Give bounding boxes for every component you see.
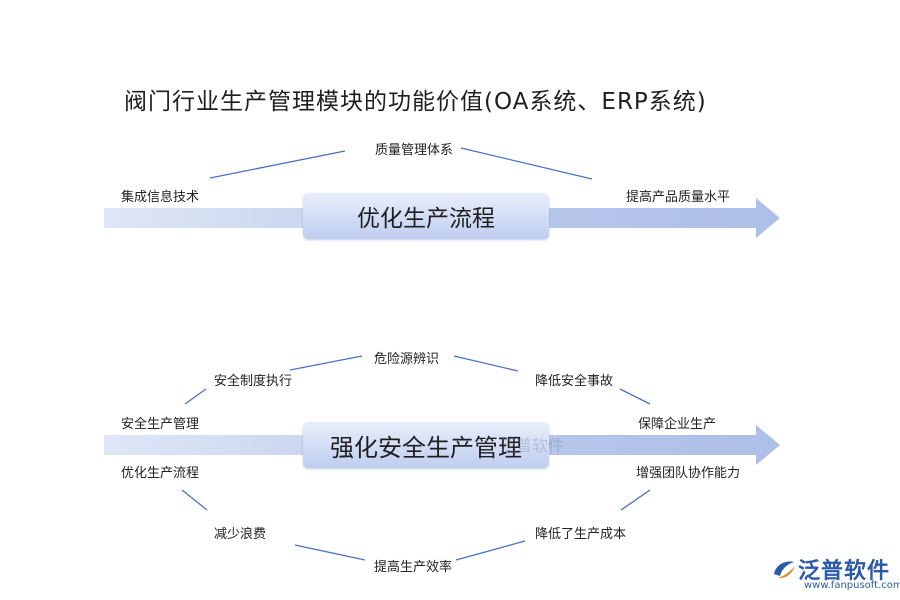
connector-line <box>294 544 366 561</box>
node-optimize-process: 优化生产流程 <box>121 466 200 481</box>
node-hazard-identification: 危险源辨识 <box>374 352 440 367</box>
logo-mark-icon <box>774 561 795 579</box>
brand-logo: 泛普软件 www.fanpusoft.com <box>770 552 900 594</box>
node-reduce-waste: 减少浪费 <box>214 527 267 542</box>
connector-line <box>455 540 526 561</box>
node-improve-quality: 提高产品质量水平 <box>626 190 731 205</box>
node-safety-rules: 安全制度执行 <box>214 374 293 389</box>
connector-line <box>460 147 593 180</box>
node-integrate-it: 集成信息技术 <box>121 190 200 205</box>
connector-line <box>453 355 519 372</box>
connector-line <box>184 388 207 405</box>
center-node-safety-management: 强化安全生产管理 <box>303 422 549 468</box>
connector-line <box>620 489 651 511</box>
page-title: 阀门行业生产管理模块的功能价值(OA系统、ERP系统) <box>124 89 707 115</box>
node-reduce-cost: 降低了生产成本 <box>535 527 627 542</box>
node-improve-efficiency: 提高生产效率 <box>374 560 453 575</box>
center-node-optimize-process: 优化生产流程 <box>303 193 549 239</box>
node-reduce-accidents: 降低安全事故 <box>535 374 614 389</box>
connector-line <box>181 489 208 511</box>
node-ensure-production: 保障企业生产 <box>638 417 717 432</box>
node-teamwork: 增强团队协作能力 <box>636 466 741 481</box>
arrow-head-icon <box>756 198 780 238</box>
node-quality-system: 质量管理体系 <box>375 143 454 158</box>
logo-name: 泛普软件 <box>798 559 891 584</box>
arrow-head-icon <box>756 425 780 465</box>
logo-url: www.fanpusoft.com <box>804 580 900 591</box>
connector-line <box>209 150 346 179</box>
node-safety-production: 安全生产管理 <box>121 417 200 432</box>
connector-line <box>289 355 363 371</box>
connector-line <box>619 388 651 405</box>
